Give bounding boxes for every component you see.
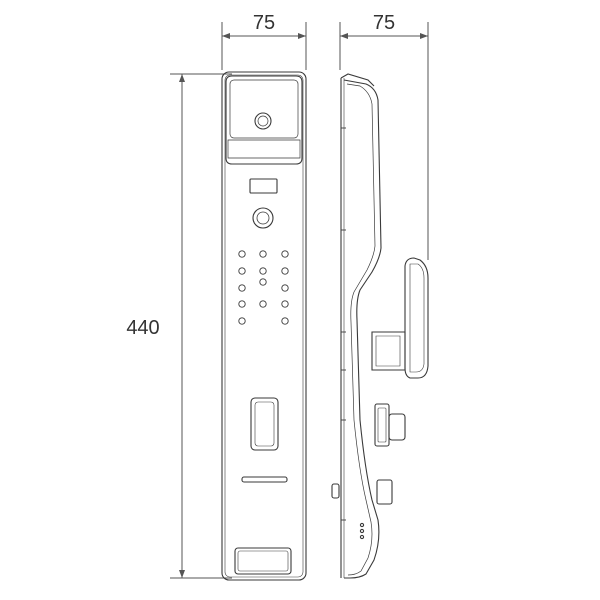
keypad-key — [238, 317, 246, 325]
keypad-key — [238, 300, 246, 308]
keypad-key — [238, 250, 246, 258]
indicator-dot — [359, 522, 365, 528]
side-handle — [371, 257, 429, 379]
indicator-dot — [359, 528, 365, 534]
keypad — [238, 250, 289, 325]
keypad-key — [281, 300, 289, 308]
fingerprint-sensor-icon — [252, 207, 274, 229]
dimension-lines — [170, 22, 429, 579]
display-window — [249, 178, 278, 194]
side-view — [331, 73, 429, 579]
dimension-arrows — [179, 33, 428, 578]
indicator-dot — [359, 534, 365, 540]
thumb-turn — [374, 403, 406, 447]
front-view — [221, 71, 307, 581]
front-body-outline — [221, 71, 307, 581]
front-width-label: 75 — [253, 12, 275, 34]
mechanical-key-slot — [241, 476, 288, 483]
keypad-key — [259, 300, 267, 308]
camera-lens-icon — [254, 112, 272, 130]
side-depth-label: 75 — [373, 12, 395, 34]
keypad-key — [281, 317, 289, 325]
keypad-key — [259, 267, 267, 275]
keypad-key — [259, 250, 267, 258]
latch-nub — [331, 483, 340, 499]
keypad-key — [259, 278, 267, 286]
side-profile-outline — [343, 79, 382, 579]
camera-module — [225, 75, 303, 165]
height-label: 440 — [126, 317, 159, 339]
side-button — [376, 479, 393, 505]
keypad-key — [238, 284, 246, 292]
keypad-key — [281, 267, 289, 275]
keypad-key — [238, 267, 246, 275]
front-body-inner-outline — [224, 74, 304, 578]
keypad-key — [281, 250, 289, 258]
battery-cover — [234, 547, 292, 575]
keypad-key — [281, 284, 289, 292]
handle-recess — [250, 397, 279, 451]
